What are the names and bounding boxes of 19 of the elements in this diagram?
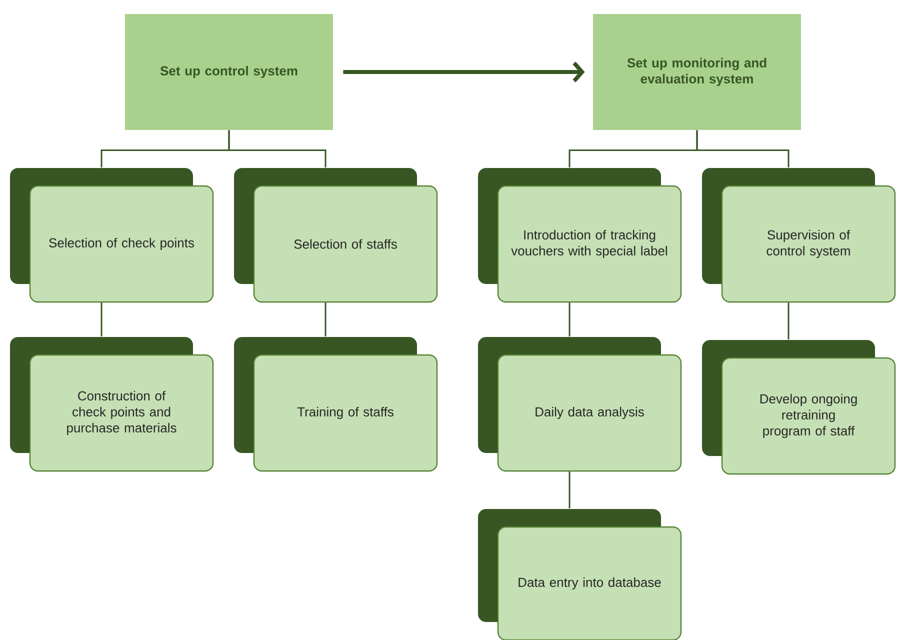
process-box: Supervision of control system — [721, 185, 896, 303]
connector-line — [100, 302, 102, 336]
connector-line — [568, 472, 570, 508]
connector-line — [696, 130, 790, 168]
heading-box: Set up control system — [125, 14, 333, 130]
process-box: Selection of staffs — [253, 185, 438, 303]
process-box: Data entry into database — [497, 526, 682, 640]
process-box: Selection of check points — [29, 185, 214, 303]
process-box: Construction of check points and purchase materials — [29, 354, 214, 472]
connector-line — [228, 130, 326, 168]
process-box: Daily data analysis — [497, 354, 682, 472]
connector-line — [568, 302, 570, 336]
process-box: Develop ongoing retraining program of staff — [721, 357, 896, 475]
heading-box: Set up monitoring and evaluation system — [593, 14, 801, 130]
process-box: Training of staffs — [253, 354, 438, 472]
process-box: Introduction of tracking vouchers with special label — [497, 185, 682, 303]
connector-line — [788, 302, 790, 340]
connector-line — [324, 302, 326, 336]
arrow — [343, 62, 585, 82]
